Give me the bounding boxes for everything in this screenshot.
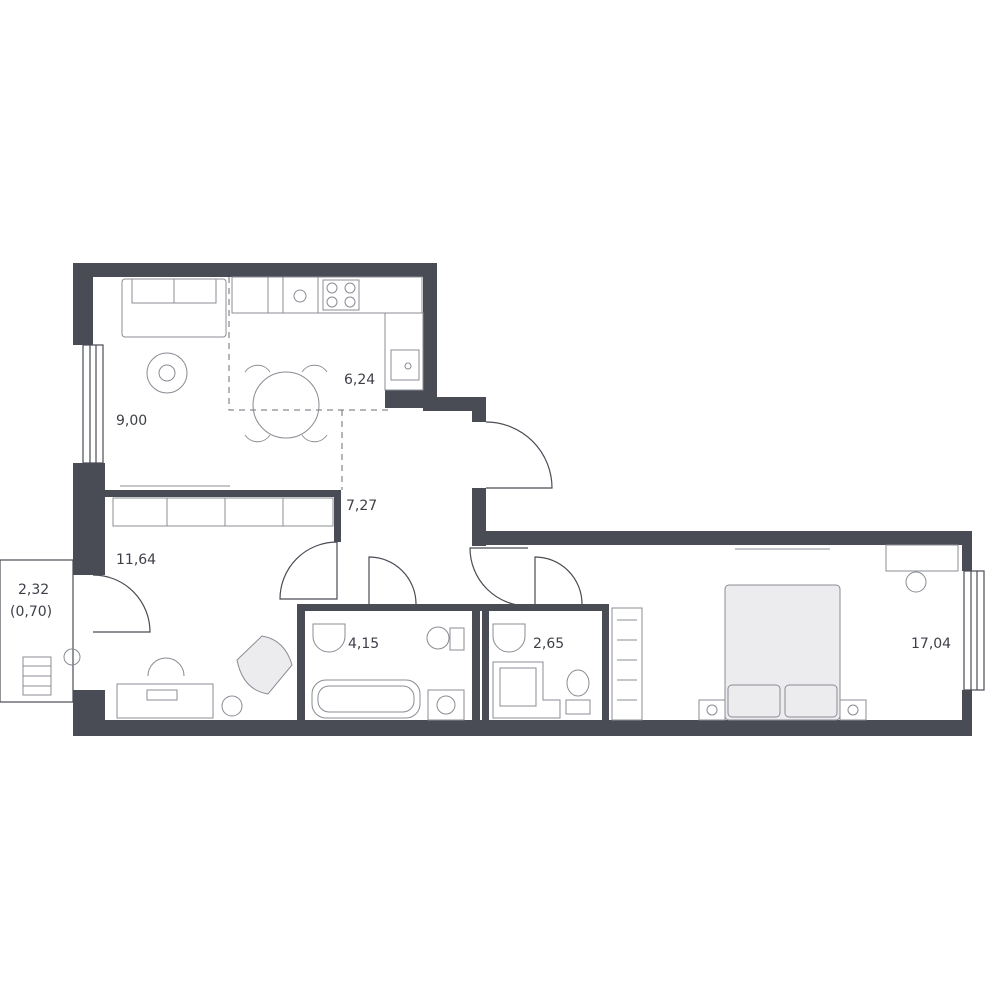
balcony-table-icon bbox=[63, 648, 81, 666]
closet-icon bbox=[611, 607, 643, 721]
wall-top-left bbox=[73, 263, 437, 277]
walls bbox=[73, 263, 972, 736]
area-label-bedroom-right: 17,04 bbox=[911, 636, 951, 652]
area-labels: 9,00 6,24 7,27 11,64 4,15 2,65 17,04 2,3… bbox=[10, 372, 951, 652]
bedroom-right-furniture bbox=[611, 544, 959, 721]
kitchen-zone-boundary bbox=[228, 277, 388, 411]
chair-icon bbox=[301, 434, 328, 443]
wall-wc-right bbox=[602, 604, 609, 724]
wall-bath-left bbox=[297, 604, 305, 724]
area-label-living: 9,00 bbox=[116, 413, 147, 429]
doors bbox=[92, 421, 583, 633]
laptop-icon bbox=[146, 689, 178, 701]
wall-entry-upper bbox=[472, 397, 486, 422]
boiler-icon bbox=[293, 289, 307, 303]
pillow-icon bbox=[727, 684, 781, 718]
wardrobe-icon bbox=[112, 497, 334, 527]
kitchen-counter bbox=[231, 276, 423, 314]
wc-toilet-icon bbox=[566, 669, 590, 697]
bathroom-fixtures bbox=[311, 623, 465, 721]
wall-bath-top bbox=[297, 604, 482, 611]
window-living bbox=[82, 344, 104, 464]
stool-icon bbox=[905, 571, 927, 593]
balcony bbox=[0, 559, 81, 703]
windows bbox=[82, 344, 985, 691]
entrance-door-icon bbox=[485, 421, 553, 489]
washing-machine-icon bbox=[427, 689, 465, 721]
chair-icon bbox=[301, 364, 328, 373]
dining-table-icon bbox=[252, 371, 320, 439]
wall-hall-top bbox=[423, 397, 485, 411]
area-label-wc: 2,65 bbox=[533, 636, 564, 652]
wall-right-lower bbox=[962, 690, 972, 736]
window-bedroom-right bbox=[963, 570, 985, 691]
nightstand-icon bbox=[698, 699, 726, 721]
pillow-icon bbox=[784, 684, 838, 718]
area-label-kitchen: 6,24 bbox=[344, 372, 375, 388]
wall-kitchen-right bbox=[423, 263, 437, 397]
wc-fixtures bbox=[492, 623, 591, 719]
dresser-icon bbox=[885, 544, 959, 572]
desk-chair-icon bbox=[147, 657, 185, 677]
bathtub-icon bbox=[311, 679, 421, 719]
bathroom-door-icon bbox=[368, 556, 417, 605]
wall-left-middle bbox=[73, 463, 105, 575]
wc-door-icon bbox=[534, 556, 583, 605]
area-label-bathroom: 4,15 bbox=[348, 636, 379, 652]
bed-icon bbox=[724, 584, 841, 721]
area-label-balcony: 2,32 bbox=[18, 582, 49, 598]
wall-bath-right bbox=[472, 604, 480, 724]
armchair-icon bbox=[236, 635, 293, 695]
nightstand-icon bbox=[839, 699, 867, 721]
area-label-bedroom-left: 11,64 bbox=[116, 552, 156, 568]
sink-icon bbox=[390, 349, 420, 381]
wall-top-right bbox=[472, 531, 970, 545]
balcony-door-icon bbox=[92, 574, 151, 633]
toilet-icon bbox=[426, 626, 450, 650]
wall-bottom bbox=[73, 720, 972, 736]
bath-sink-icon bbox=[312, 623, 346, 653]
kitchen-counter-side bbox=[384, 312, 424, 391]
chair-icon bbox=[244, 434, 271, 443]
lamp-icon bbox=[221, 695, 243, 717]
area-label-hall: 7,27 bbox=[346, 498, 377, 514]
bedroom-right-door-icon bbox=[469, 547, 529, 607]
wall-wc-top bbox=[482, 604, 607, 611]
bedroom-left-furniture bbox=[112, 497, 334, 719]
living-furniture bbox=[120, 276, 424, 487]
wall-partition-hall-left bbox=[334, 490, 341, 542]
wall-partition-living bbox=[93, 490, 341, 497]
wall-wc-left bbox=[482, 604, 489, 724]
wc-sink-icon bbox=[492, 623, 526, 653]
coffee-table-icon bbox=[146, 352, 188, 394]
wall-left-upper bbox=[73, 263, 93, 345]
balcony-outline bbox=[0, 559, 74, 703]
bedroom-left-door-icon bbox=[279, 541, 338, 600]
desk-icon bbox=[116, 683, 214, 719]
chair-icon bbox=[244, 364, 271, 373]
area-label-balcony-reduced: (0,70) bbox=[10, 604, 52, 620]
wall-right-upper bbox=[962, 531, 972, 571]
shower-icon bbox=[492, 661, 561, 719]
stove-icon bbox=[322, 279, 360, 311]
